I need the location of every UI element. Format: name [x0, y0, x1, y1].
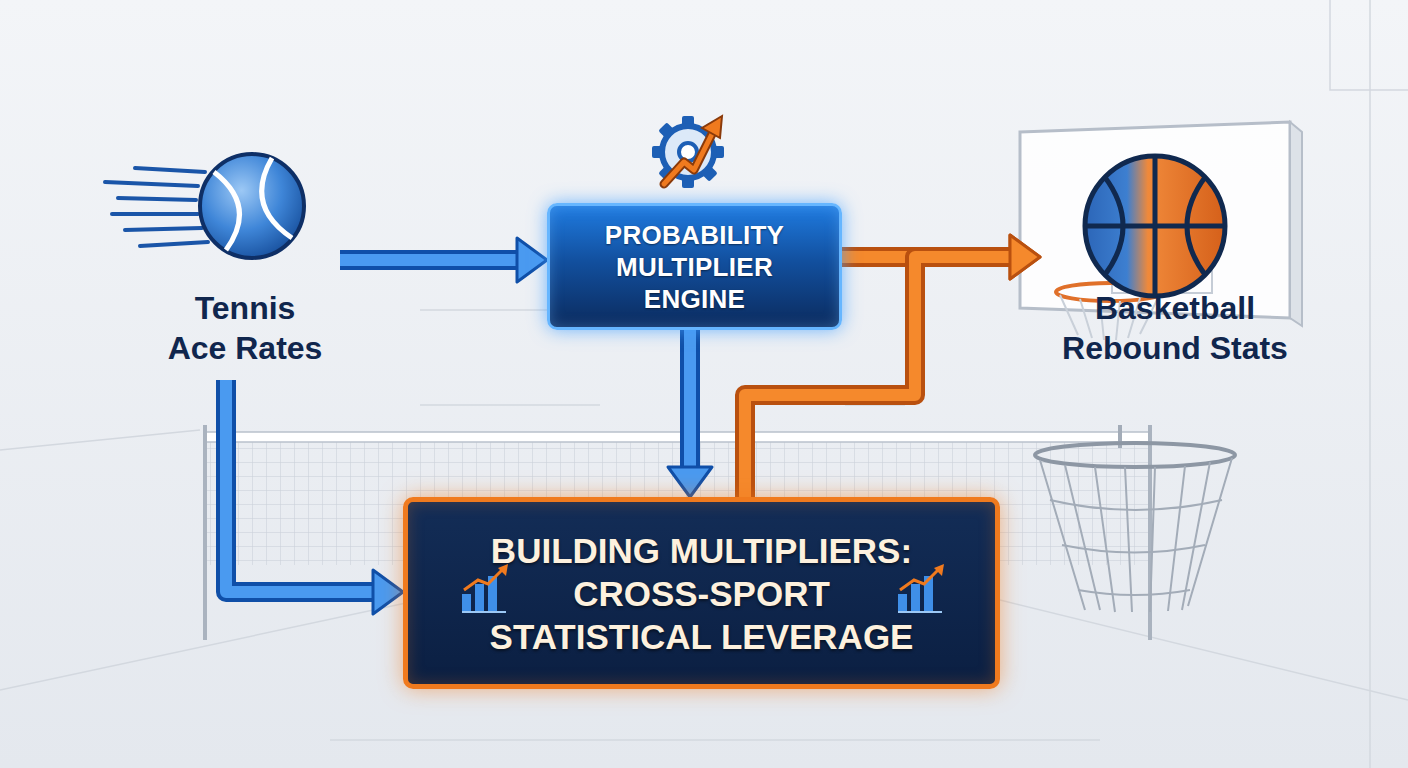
flow-arrow [842, 235, 1040, 279]
arrow-shaft [226, 380, 377, 592]
arrow-shaft-outline [226, 380, 377, 592]
basketball-stat-node: Basketball Rebound Stats [1040, 140, 1310, 380]
arrow-head [668, 467, 712, 497]
process-box: PROBABILITY MULTIPLIER ENGINE [547, 203, 842, 330]
arrow-shaft-outline [340, 250, 521, 270]
gear-icon [652, 116, 724, 188]
flow-arrow [226, 380, 403, 614]
tennis-ball-icon [105, 154, 304, 258]
arrow-shaft-outline [680, 330, 700, 471]
tennis-stat-node: Tennis Ace Rates [150, 140, 340, 380]
arrow-shaft [684, 330, 696, 471]
arrow-head [517, 238, 547, 282]
basketball-icon [1085, 156, 1225, 296]
node-label: BUILDING MULTIPLIERS: CROSS-SPORT STATIS… [467, 529, 937, 658]
floor-hoop [1035, 425, 1235, 612]
node-label: Tennis Ace Rates [163, 288, 327, 368]
arrow-head [373, 570, 403, 614]
node-label: Basketball Rebound Stats [1044, 288, 1306, 368]
node-label: PROBABILITY MULTIPLIER ENGINE [585, 219, 805, 315]
output-box: BUILDING MULTIPLIERS: CROSS-SPORT STATIS… [403, 497, 1000, 689]
arrow-shaft-outline [842, 247, 1014, 267]
chart-icon [898, 564, 944, 612]
flow-arrow [668, 330, 712, 497]
arrow-shaft [340, 254, 521, 266]
flow-arrow [340, 238, 547, 282]
chart-icon [462, 564, 508, 612]
arrow-shaft [842, 251, 1014, 263]
arrow-head [1010, 235, 1040, 279]
arrow-head [1010, 235, 1040, 279]
